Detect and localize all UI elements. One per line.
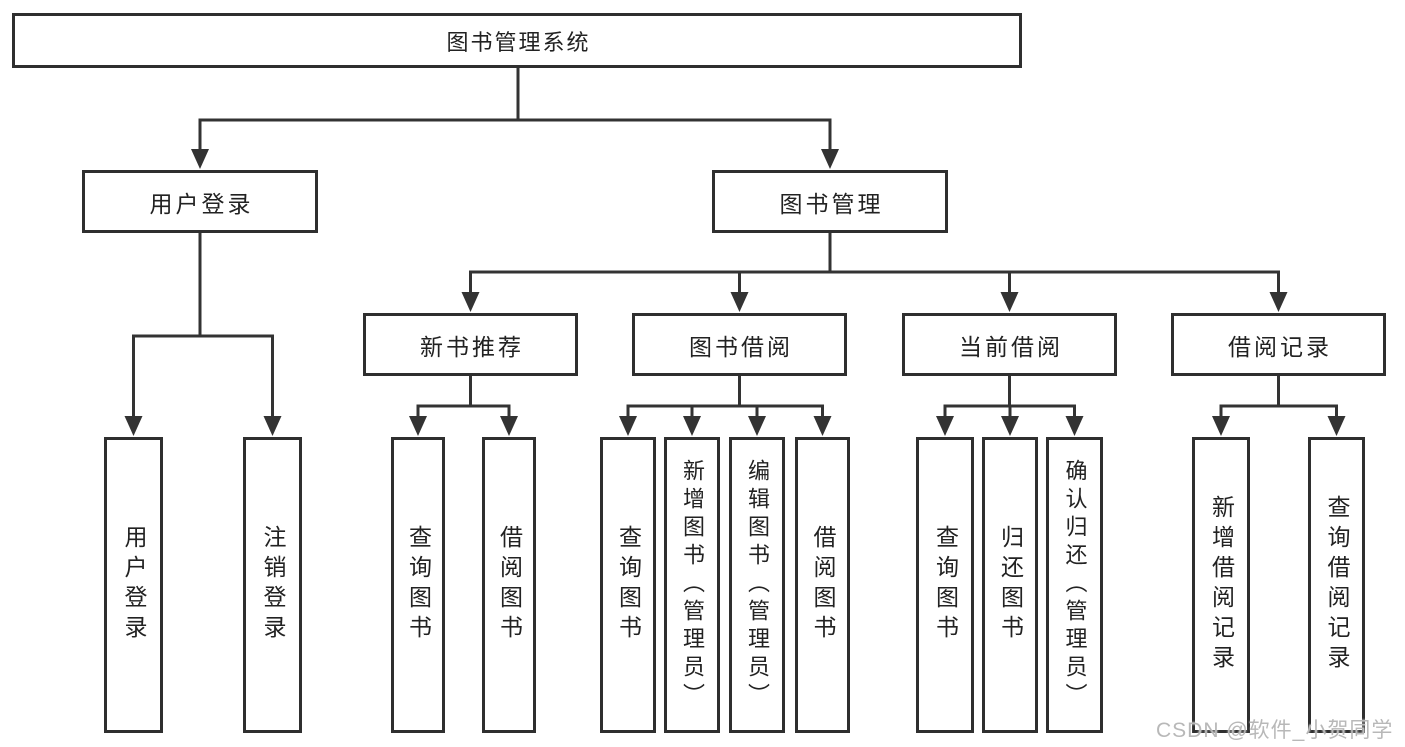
leaf-logout-login-label: 注销登录 bbox=[260, 525, 286, 645]
node-current-borrowing-label: 当前借阅 bbox=[959, 333, 1063, 360]
leaf-cb-confirm-return-admin-label: 确认归还（管理员） bbox=[1062, 459, 1088, 711]
node-user-login-label: 用户登录 bbox=[149, 190, 254, 217]
node-current-borrowing: 当前借阅 bbox=[902, 313, 1117, 376]
connectors-borrowing-records-children bbox=[1212, 376, 1346, 436]
leaf-rec-borrow-books-label: 借阅图书 bbox=[496, 525, 523, 645]
node-user-login: 用户登录 bbox=[82, 170, 318, 233]
connectors-current-borrowing-children bbox=[936, 376, 1084, 436]
leaf-bb-edit-books-admin-label: 编辑图书（管理员） bbox=[745, 459, 770, 711]
leaf-rec-query-books: 查询图书 bbox=[391, 437, 445, 733]
leaf-br-add-borrow-record: 新增借阅记录 bbox=[1192, 437, 1250, 733]
leaf-bb-borrow-books-label: 借阅图书 bbox=[810, 525, 836, 645]
leaf-rec-query-books-label: 查询图书 bbox=[405, 525, 432, 645]
leaf-user-login-label: 用户登录 bbox=[121, 525, 147, 645]
connectors-root-to-level2 bbox=[191, 68, 839, 169]
leaf-br-query-borrow-record-label: 查询借阅记录 bbox=[1324, 495, 1350, 675]
node-root: 图书管理系统 bbox=[12, 13, 1022, 68]
connectors-new-book-recommend-children bbox=[409, 376, 518, 436]
leaf-bb-add-books-admin-label: 新增图书（管理员） bbox=[680, 459, 705, 711]
leaf-bb-query-books-label: 查询图书 bbox=[615, 525, 642, 645]
node-book-borrowing: 图书借阅 bbox=[632, 313, 847, 376]
node-borrowing-records-label: 借阅记录 bbox=[1228, 333, 1332, 360]
leaf-user-login: 用户登录 bbox=[104, 437, 163, 733]
node-book-management-label: 图书管理 bbox=[779, 190, 884, 217]
csdn-watermark: CSDN @软件_小贺同学 bbox=[1156, 719, 1394, 742]
leaf-br-add-borrow-record-label: 新增借阅记录 bbox=[1208, 495, 1235, 675]
node-borrowing-records: 借阅记录 bbox=[1171, 313, 1386, 376]
leaf-bb-add-books-admin: 新增图书（管理员） bbox=[664, 437, 720, 733]
leaf-cb-return-books: 归还图书 bbox=[982, 437, 1038, 733]
connectors-book-borrowing-children bbox=[619, 376, 832, 436]
connectors-user-login-children bbox=[124, 233, 282, 436]
leaf-br-query-borrow-record: 查询借阅记录 bbox=[1308, 437, 1365, 733]
leaf-cb-query-books-label: 查询图书 bbox=[932, 525, 959, 645]
node-book-management: 图书管理 bbox=[712, 170, 948, 233]
leaf-bb-edit-books-admin: 编辑图书（管理员） bbox=[729, 437, 785, 733]
leaf-rec-borrow-books: 借阅图书 bbox=[482, 437, 536, 733]
leaf-cb-confirm-return-admin: 确认归还（管理员） bbox=[1046, 437, 1103, 733]
node-new-book-recommend: 新书推荐 bbox=[363, 313, 578, 376]
leaf-cb-return-books-label: 归还图书 bbox=[997, 525, 1024, 645]
node-root-label: 图书管理系统 bbox=[446, 29, 591, 55]
leaf-bb-query-books: 查询图书 bbox=[600, 437, 656, 733]
leaf-logout-login: 注销登录 bbox=[243, 437, 302, 733]
leaf-bb-borrow-books: 借阅图书 bbox=[795, 437, 850, 733]
connectors-book-management-to-level3 bbox=[461, 233, 1288, 312]
node-book-borrowing-label: 图书借阅 bbox=[689, 333, 793, 360]
node-new-book-recommend-label: 新书推荐 bbox=[420, 333, 524, 360]
leaf-cb-query-books: 查询图书 bbox=[916, 437, 974, 733]
